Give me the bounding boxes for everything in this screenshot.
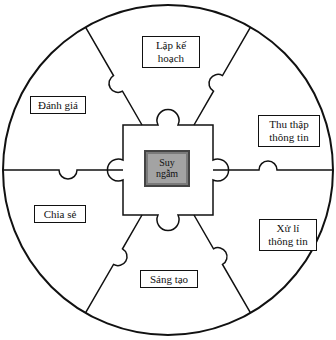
puzzle-label-box: Xử lí thông tin xyxy=(259,219,317,250)
puzzle-label-box: Lập kế hoạch xyxy=(142,36,200,67)
piece-divider xyxy=(213,161,333,170)
piece-divider xyxy=(86,27,143,125)
center-piece-box: Suy ngẫm xyxy=(144,150,190,187)
label-text: Thu thập thông tin xyxy=(262,118,316,143)
piece-divider xyxy=(3,170,123,179)
label-text: Đánh giá xyxy=(34,99,82,112)
label-text: Chia sẻ xyxy=(38,208,82,221)
outer-circle xyxy=(3,5,333,335)
puzzle-label-box: Chia sẻ xyxy=(34,205,86,224)
label-text: Xử lí thông tin xyxy=(263,222,313,247)
piece-divider xyxy=(86,215,143,313)
puzzle-label-box: Sáng tạo xyxy=(140,270,198,289)
puzzle-label-box: Đánh giá xyxy=(30,96,86,115)
piece-divider xyxy=(194,215,251,313)
label-text: Suy ngẫm xyxy=(150,157,184,180)
piece-divider xyxy=(194,27,251,125)
puzzle-label-box: Thu thập thông tin xyxy=(258,115,320,146)
label-text: Lập kế hoạch xyxy=(146,39,196,64)
center-puzzle-piece xyxy=(107,109,228,230)
label-text: Sáng tạo xyxy=(144,273,194,286)
